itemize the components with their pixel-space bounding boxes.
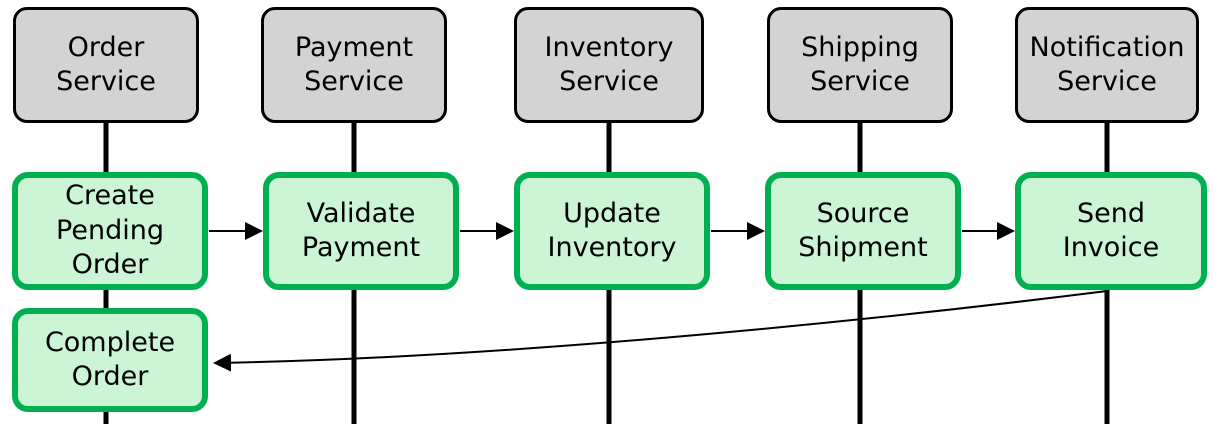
node-label-line: Pending [56, 214, 164, 246]
node-label-line: Payment [301, 232, 421, 263]
node-label-line: Order [71, 361, 149, 392]
node-label-line: Complete [44, 326, 176, 358]
node-label-line: Inventory [544, 31, 674, 63]
node-label-line: Source [816, 197, 910, 229]
node-label-line: Send [1076, 197, 1145, 229]
node-label-line: Order [67, 31, 145, 63]
node-label-line: Invoice [1062, 232, 1160, 263]
node-label-line: Service [1057, 66, 1157, 97]
node-label-line: Payment [294, 31, 414, 63]
arrow-send-invoice-to-complete-order [213, 290, 1108, 372]
node-label-line: Order [71, 249, 149, 281]
node-label-line: Notification [1029, 31, 1185, 63]
node-label-line: Service [304, 66, 404, 97]
node-label-line: Create [65, 180, 155, 212]
node-label-line: Validate [306, 197, 416, 229]
node-label-line: Shipping [801, 31, 919, 63]
node-label-line: Shipment [798, 232, 928, 263]
node-label-line: Service [56, 66, 156, 97]
node-label-line: Update [563, 197, 661, 229]
node-label-line: Inventory [547, 232, 677, 263]
node-label-line: Service [810, 66, 910, 97]
node-label-line: Service [559, 66, 659, 97]
